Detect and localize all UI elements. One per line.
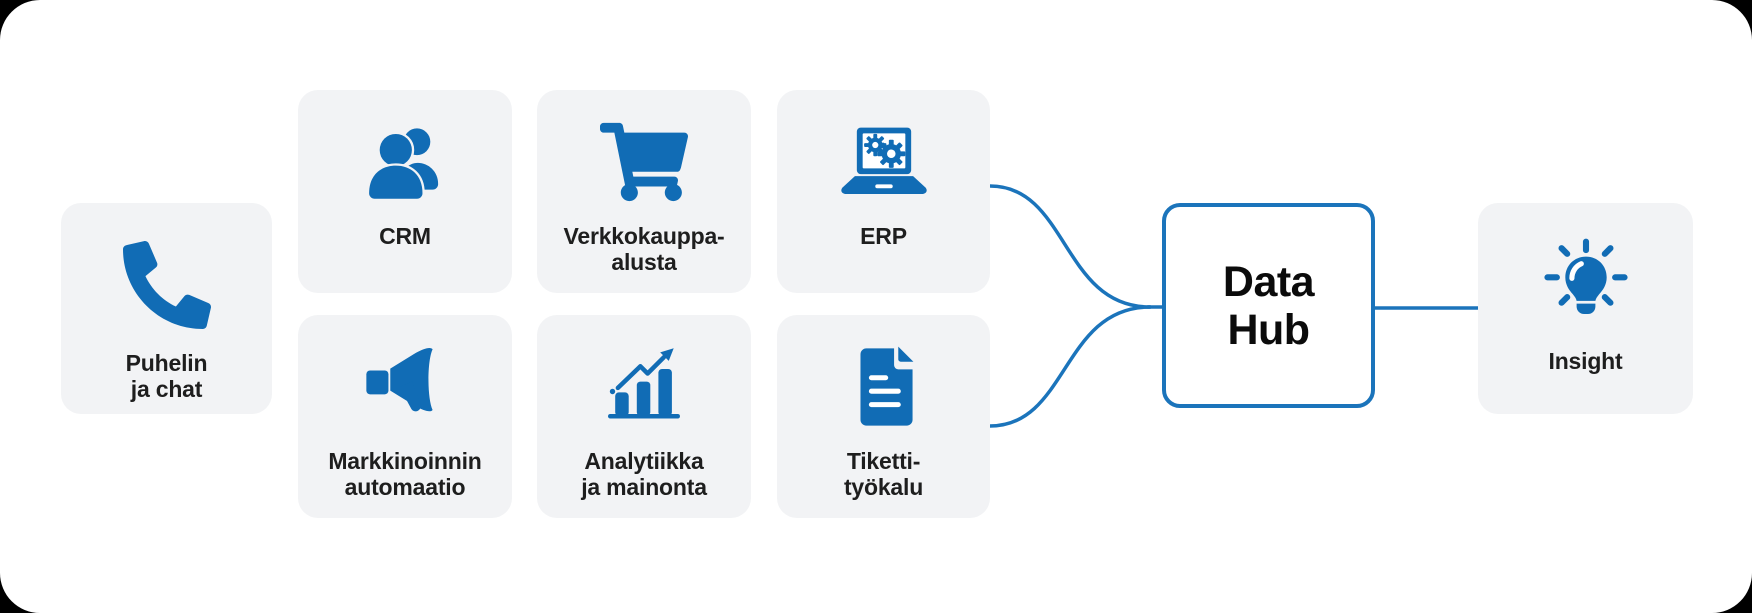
label-line: Puhelin (125, 350, 208, 376)
card-erp: ERP (777, 90, 990, 293)
label-line: Insight (1548, 348, 1623, 374)
label-line: CRM (379, 223, 431, 249)
card-label: Verkkokauppa- alusta (563, 223, 724, 275)
data-hub-box: Data Hub (1162, 203, 1375, 408)
label-line: ERP (860, 223, 907, 249)
laptop-gears-icon (777, 116, 990, 208)
card-phone-chat: Puhelin ja chat (61, 203, 272, 414)
card-label: ERP (860, 223, 907, 249)
label-line: Data (1222, 257, 1315, 306)
card-label: Insight (1549, 348, 1623, 374)
label-line: Tiketti- (846, 448, 921, 474)
card-label: CRM (379, 223, 431, 249)
label-line: Verkkokauppa- (563, 223, 725, 249)
label-line: automaatio (344, 474, 466, 500)
growth-chart-icon (537, 341, 751, 433)
megaphone-icon (298, 341, 512, 433)
erp-hub-connector-line (988, 184, 1152, 309)
label-line: ja mainonta (581, 474, 707, 500)
card-marketing-automation: Markkinoinnin automaatio (298, 315, 512, 518)
shopping-cart-icon (537, 116, 751, 208)
label-line: työkalu (843, 474, 924, 500)
card-ticketing: Tiketti- työkalu (777, 315, 990, 518)
card-label: Markkinoinnin automaatio (328, 448, 482, 500)
label-line: ja chat (130, 376, 203, 402)
label-line: alusta (611, 249, 677, 275)
phone-icon (61, 235, 272, 335)
card-crm: CRM (298, 90, 512, 293)
card-ecommerce: Verkkokauppa- alusta (537, 90, 751, 293)
card-label: Puhelin ja chat (126, 350, 208, 402)
card-insight: Insight (1478, 203, 1693, 414)
card-label: Analytiikka ja mainonta (581, 448, 707, 500)
card-analytics: Analytiikka ja mainonta (537, 315, 751, 518)
card-label: Tiketti- työkalu (844, 448, 923, 500)
ticketing-hub-connector-line (988, 305, 1152, 428)
data-hub-label: Data Hub (1222, 257, 1315, 354)
label-line: Markkinoinnin (328, 448, 482, 474)
label-line: Hub (1227, 305, 1310, 354)
label-line: Analytiikka (584, 448, 704, 474)
document-icon (777, 341, 990, 433)
users-icon (298, 116, 512, 208)
lightbulb-icon (1478, 233, 1693, 333)
